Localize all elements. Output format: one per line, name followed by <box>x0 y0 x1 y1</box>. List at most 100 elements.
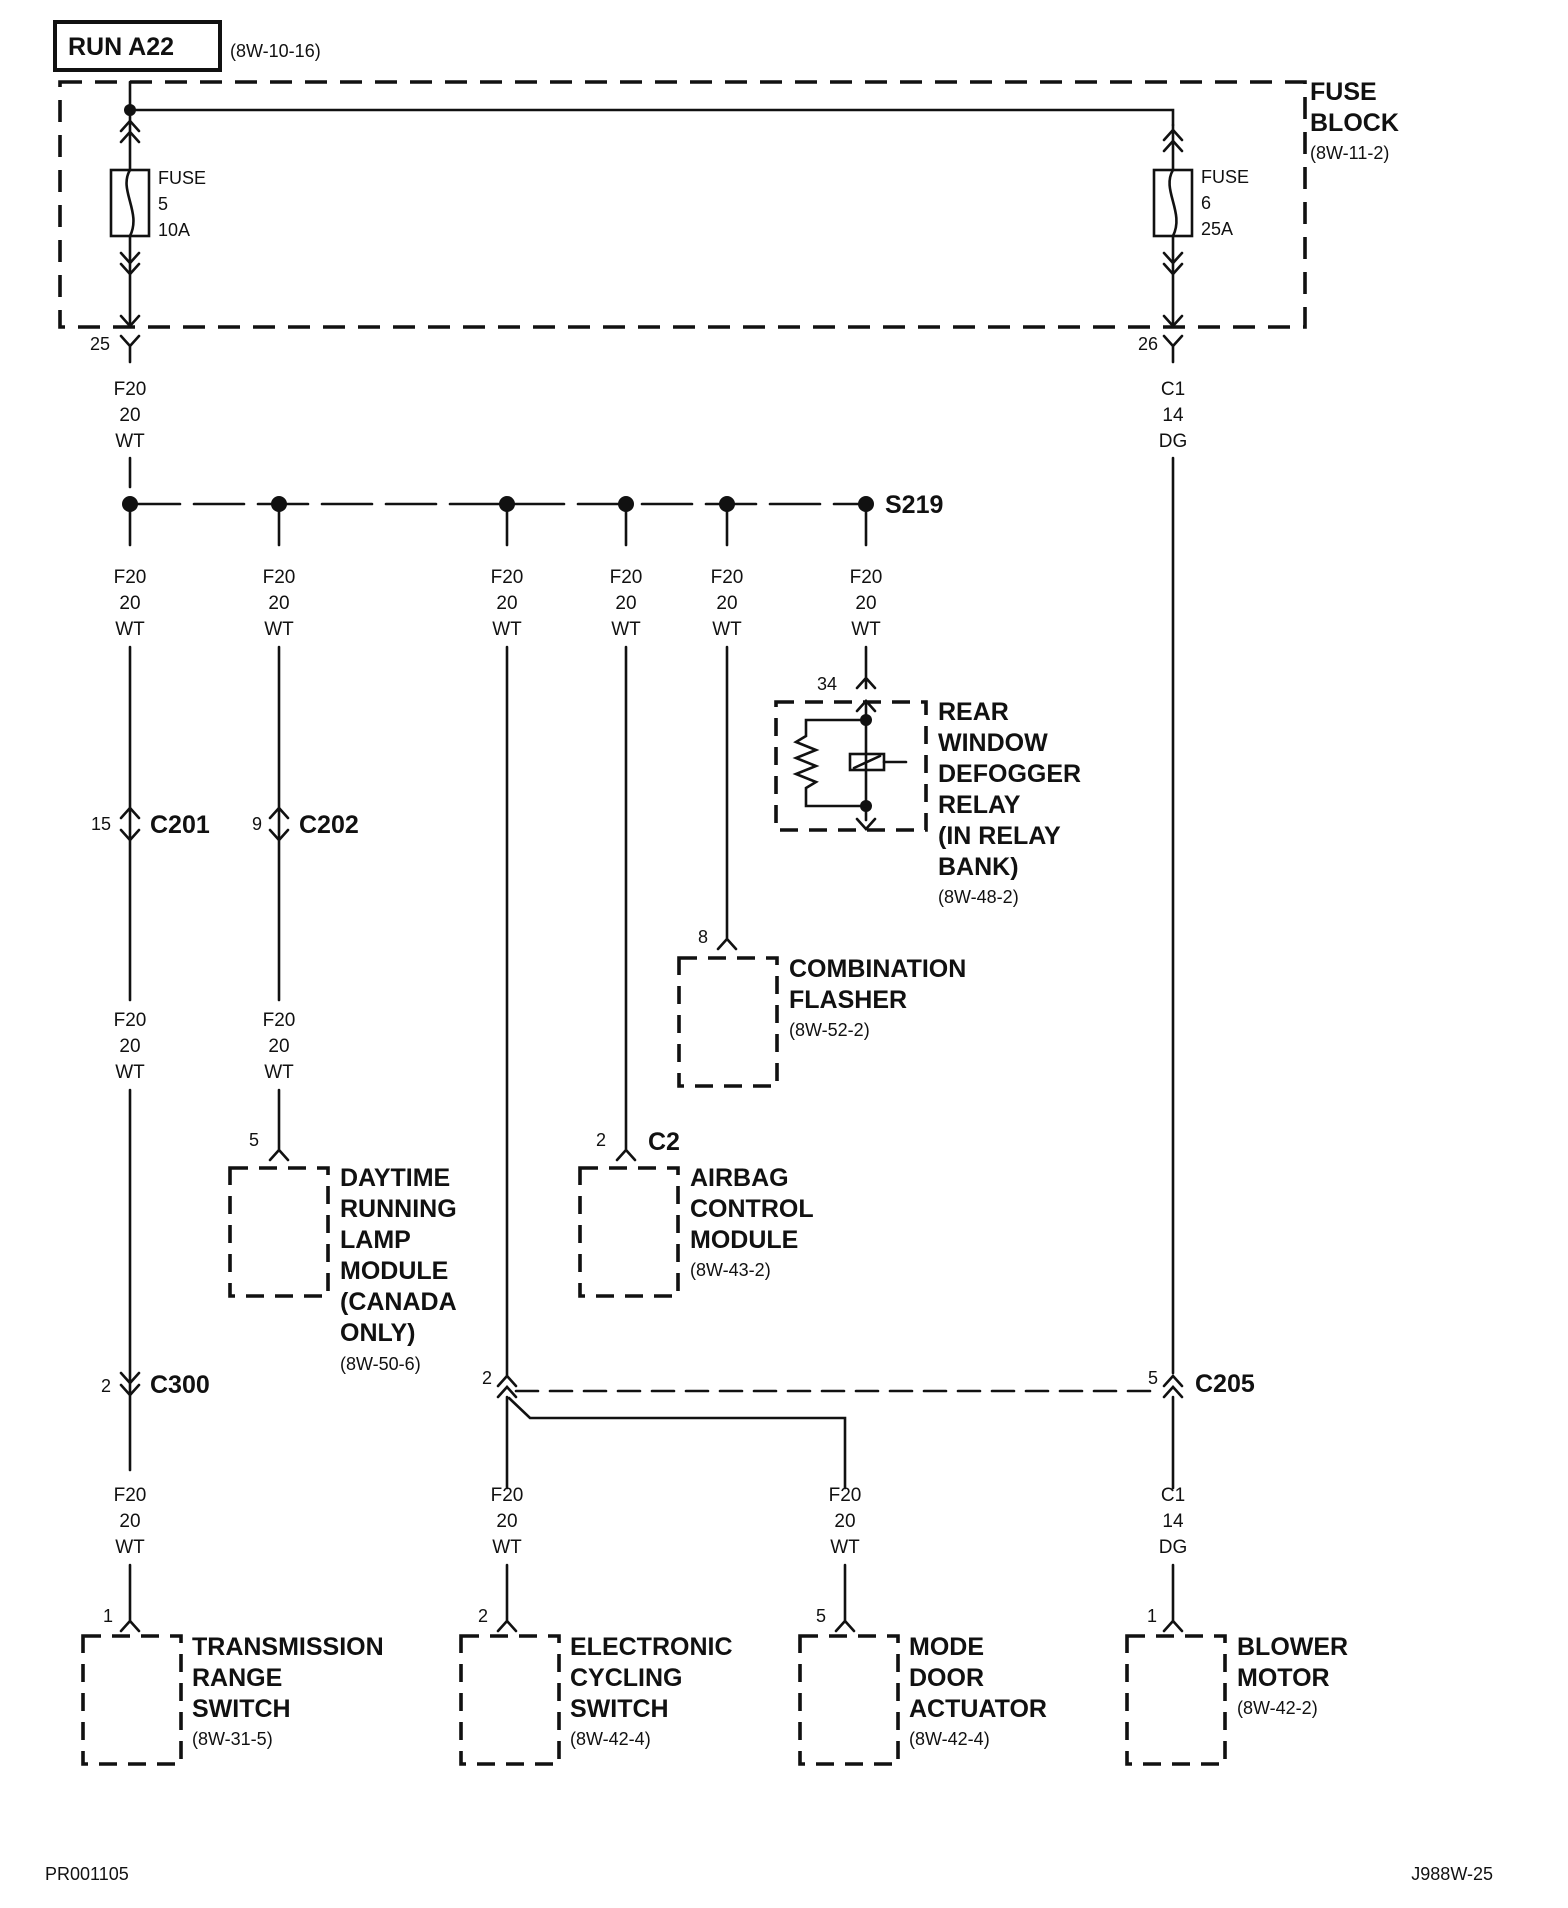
svg-text:34: 34 <box>817 674 837 694</box>
svg-text:MODULE: MODULE <box>690 1226 798 1254</box>
svg-text:5: 5 <box>816 1606 826 1626</box>
svg-text:DEFOGGER: DEFOGGER <box>938 760 1081 788</box>
connector-c201: 15 C201 <box>91 806 210 842</box>
fuse-block-name-1: FUSE <box>1310 78 1377 106</box>
svg-text:RELAY: RELAY <box>938 791 1021 819</box>
fuse-block: FUSE BLOCK (8W-11-2) <box>58 78 1399 329</box>
svg-text:F20: F20 <box>491 1485 524 1506</box>
svg-text:TRANSMISSION: TRANSMISSION <box>192 1633 384 1661</box>
svg-text:WT: WT <box>115 1062 145 1083</box>
wire-label-fuse6-out: C1 14 DG <box>1159 379 1188 452</box>
svg-text:20: 20 <box>119 1511 140 1532</box>
svg-text:C1: C1 <box>1161 1485 1185 1506</box>
svg-text:14: 14 <box>1162 405 1184 426</box>
svg-text:C202: C202 <box>299 811 359 839</box>
svg-text:20: 20 <box>496 593 517 614</box>
svg-text:AIRBAG: AIRBAG <box>690 1164 789 1192</box>
svg-text:C201: C201 <box>150 811 210 839</box>
mode-door-actuator: 5 MODE DOOR ACTUATOR (8W-42-4) <box>798 1606 1047 1766</box>
svg-text:WT: WT <box>611 619 641 640</box>
fuse-6-line-1: FUSE <box>1201 167 1249 187</box>
wire-label-b1-after-c201: F20 20 WT <box>114 1010 147 1083</box>
svg-text:F20: F20 <box>491 567 524 588</box>
svg-text:WT: WT <box>115 619 145 640</box>
svg-text:RANGE: RANGE <box>192 1664 282 1692</box>
fuse-6-line-3: 25A <box>1201 219 1233 239</box>
svg-text:(8W-52-2): (8W-52-2) <box>789 1020 870 1040</box>
svg-text:MODULE: MODULE <box>340 1257 448 1285</box>
svg-text:(8W-42-2): (8W-42-2) <box>1237 1698 1318 1718</box>
svg-text:LAMP: LAMP <box>340 1226 411 1254</box>
fuse-5-line-3: 10A <box>158 220 190 240</box>
connector-c2: 2 C2 <box>596 1128 680 1156</box>
svg-text:20: 20 <box>496 1511 517 1532</box>
svg-text:MODE: MODE <box>909 1633 984 1661</box>
svg-text:5: 5 <box>1148 1368 1158 1388</box>
svg-text:2: 2 <box>478 1606 488 1626</box>
svg-text:F20: F20 <box>114 567 147 588</box>
connector-c205-left: 2 <box>482 1368 518 1399</box>
fuse-block-ref: (8W-11-2) <box>1310 143 1389 163</box>
svg-text:2: 2 <box>596 1130 606 1150</box>
svg-text:2: 2 <box>101 1376 111 1396</box>
svg-text:BLOWER: BLOWER <box>1237 1633 1348 1661</box>
svg-text:(8W-42-4): (8W-42-4) <box>570 1729 651 1749</box>
svg-text:WT: WT <box>115 431 145 452</box>
svg-text:RUNNING: RUNNING <box>340 1195 457 1223</box>
svg-text:20: 20 <box>268 1036 289 1057</box>
svg-text:F20: F20 <box>114 379 147 400</box>
svg-text:DOOR: DOOR <box>909 1664 984 1692</box>
title-box: RUN A22 (8W-10-16) <box>53 20 321 72</box>
wire-label-trs: F20 20 WT <box>114 1485 147 1558</box>
footer-left: PR001105 <box>45 1864 129 1884</box>
svg-text:BANK): BANK) <box>938 853 1019 881</box>
splice-label: S219 <box>885 491 943 519</box>
transmission-range-switch: 1 TRANSMISSION RANGE SWITCH (8W-31-5) <box>81 1606 384 1766</box>
svg-text:CONTROL: CONTROL <box>690 1195 814 1223</box>
title-ref: (8W-10-16) <box>230 41 321 61</box>
svg-text:20: 20 <box>268 593 289 614</box>
svg-text:C205: C205 <box>1195 1370 1255 1398</box>
svg-text:DG: DG <box>1159 1537 1188 1558</box>
svg-text:WT: WT <box>264 1062 294 1083</box>
svg-text:COMBINATION: COMBINATION <box>789 955 966 983</box>
svg-text:8: 8 <box>698 927 708 947</box>
footer-right: J988W-25 <box>1411 1864 1493 1884</box>
svg-text:FLASHER: FLASHER <box>789 986 907 1014</box>
fuse-5-line-1: FUSE <box>158 168 206 188</box>
fuse-6-pin: 26 <box>1138 334 1158 354</box>
svg-text:ONLY): ONLY) <box>340 1319 415 1347</box>
svg-text:1: 1 <box>1147 1606 1157 1626</box>
svg-text:WT: WT <box>264 619 294 640</box>
svg-text:20: 20 <box>615 593 636 614</box>
svg-text:(8W-50-6): (8W-50-6) <box>340 1354 421 1374</box>
wire-label-b2: F20 20 WT <box>263 567 296 640</box>
electronic-cycling-switch: 2 ELECTRONIC CYCLING SWITCH (8W-42-4) <box>459 1606 733 1766</box>
svg-text:F20: F20 <box>263 567 296 588</box>
svg-text:F20: F20 <box>711 567 744 588</box>
rear-window-defogger-relay: 34 REAR WINDOW DEFOGGER RELAY (IN RELAY … <box>774 674 1081 907</box>
svg-text:ELECTRONIC: ELECTRONIC <box>570 1633 733 1661</box>
svg-text:20: 20 <box>834 1511 855 1532</box>
fuse-block-name-2: BLOCK <box>1310 109 1399 137</box>
svg-text:F20: F20 <box>114 1010 147 1031</box>
svg-text:5: 5 <box>249 1130 259 1150</box>
svg-text:(8W-43-2): (8W-43-2) <box>690 1260 771 1280</box>
svg-text:SWITCH: SWITCH <box>570 1695 669 1723</box>
svg-text:WT: WT <box>712 619 742 640</box>
wire-label-b5: F20 20 WT <box>711 567 744 640</box>
svg-text:(8W-48-2): (8W-48-2) <box>938 887 1019 907</box>
connector-c300: 2 C300 <box>101 1371 210 1399</box>
wire-label-blower: C1 14 DG <box>1159 1485 1188 1558</box>
wire-label-ecs: F20 20 WT <box>491 1485 524 1558</box>
wire-label-b6: F20 20 WT <box>850 567 883 640</box>
svg-text:CYCLING: CYCLING <box>570 1664 683 1692</box>
svg-text:WT: WT <box>492 1537 522 1558</box>
svg-text:WT: WT <box>492 619 522 640</box>
wire-label-mda: F20 20 WT <box>829 1485 862 1558</box>
wire-label-b3: F20 20 WT <box>491 567 524 640</box>
splice-s219: S219 <box>122 491 943 519</box>
connector-c205: 5 C205 <box>1148 1368 1255 1399</box>
fuse-5: FUSE 5 10A <box>109 108 206 328</box>
